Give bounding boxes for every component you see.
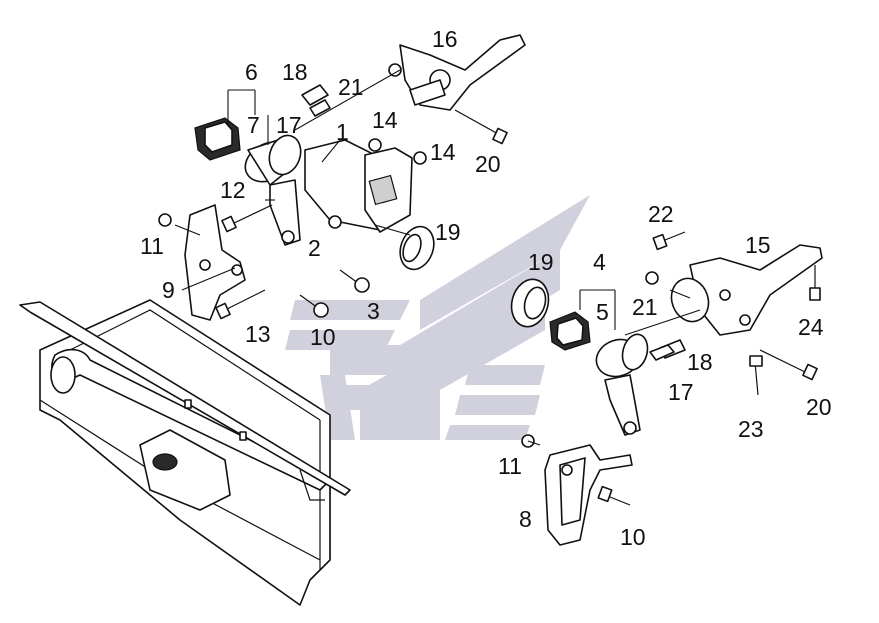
label-8: 8 [519,506,532,532]
label-11-right: 11 [498,453,522,479]
leader-lines [174,69,701,446]
label-14-mid: 14 [430,139,456,165]
left-mount-assembly [184,117,435,321]
label-19-right: 19 [528,249,554,275]
label-21-left: 21 [338,74,364,100]
label-5: 5 [596,299,609,325]
watermark-logo [285,195,590,440]
label-18-left: 18 [282,59,308,85]
label-23: 23 [738,416,764,442]
label-19-left: 19 [435,219,461,245]
label-4: 4 [593,249,606,275]
label-13: 13 [245,321,271,347]
label-9: 9 [162,277,175,303]
label-24: 24 [798,314,824,340]
label-7: 7 [247,112,260,138]
left-fasteners [158,34,526,320]
label-17-left: 17 [276,112,302,138]
label-2: 2 [308,235,321,261]
label-1: 1 [336,119,349,145]
label-22: 22 [648,201,674,227]
label-20-right: 20 [806,394,832,420]
label-12: 12 [220,177,246,203]
chassis-frame [19,299,351,606]
label-20-left: 20 [475,151,501,177]
label-14-top: 14 [372,107,398,133]
label-6: 6 [245,59,258,85]
label-10-right: 10 [620,524,646,550]
label-17-right: 17 [668,379,694,405]
label-16: 16 [432,26,458,52]
label-21-right: 21 [632,294,658,320]
label-11-left: 11 [140,233,164,259]
label-3: 3 [367,298,380,324]
label-10-left: 10 [310,324,336,350]
label-15: 15 [745,232,771,258]
label-18-right: 18 [687,349,713,375]
part-labels: 1 2 3 4 5 6 7 8 9 10 10 11 11 12 13 14 1… [140,26,832,550]
